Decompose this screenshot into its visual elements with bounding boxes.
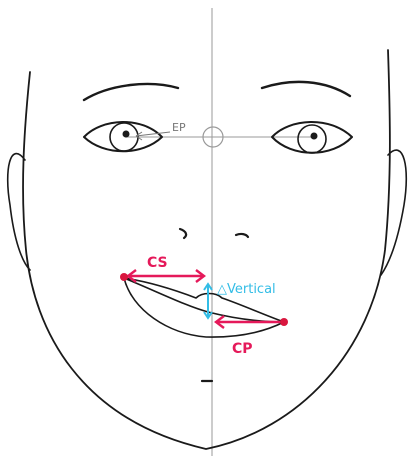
- cp-label: CP: [232, 341, 253, 357]
- ep-arrow: [136, 132, 170, 140]
- left-eyebrow: [84, 84, 178, 100]
- vertical-label: △Vertical: [217, 282, 276, 297]
- ep-label: EP: [172, 121, 186, 134]
- left-mouth-corner-marker: [120, 273, 128, 281]
- face-outline: [23, 50, 390, 449]
- left-pupil: [123, 131, 130, 138]
- right-mouth-corner-marker: [280, 318, 288, 326]
- right-iris: [298, 125, 326, 153]
- left-nostril: [180, 229, 186, 238]
- right-pupil: [311, 133, 318, 140]
- cs-label: CS: [147, 255, 168, 271]
- right-nostril: [236, 234, 248, 237]
- right-eyebrow: [262, 82, 350, 96]
